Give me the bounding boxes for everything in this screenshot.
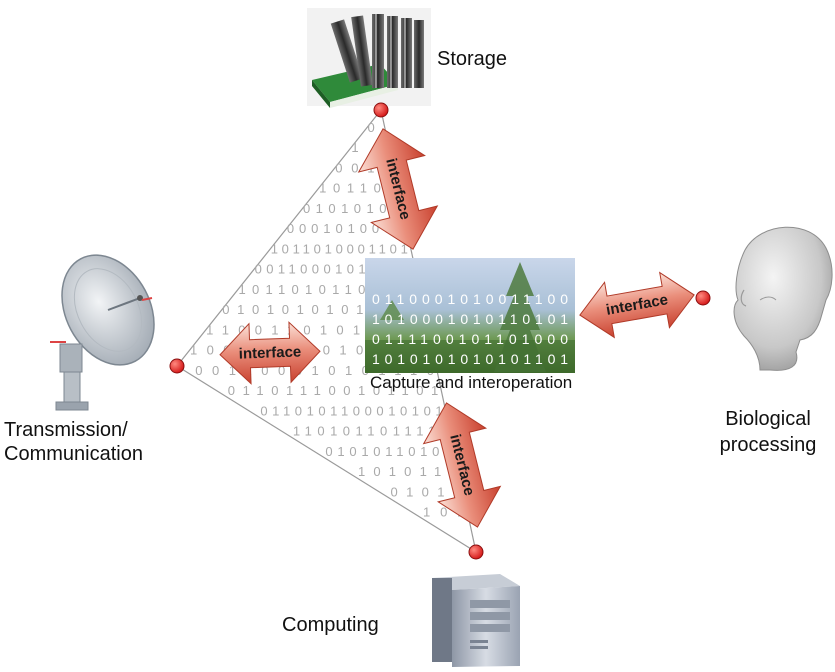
- interface-arrow-biological: interface: [579, 271, 695, 339]
- edge-storage-transmission: [176, 109, 382, 367]
- computer-tower-image: [432, 574, 520, 667]
- head-image: [733, 226, 833, 371]
- biological-label-line-2: processing: [719, 434, 817, 456]
- capture-interoperation-image: 0110001010011100101000101011010101111001…: [365, 258, 575, 373]
- node-dot-storage: [373, 102, 389, 118]
- triangle-binary-row: 0: [367, 120, 374, 135]
- interface-label-transmission: interface: [238, 343, 301, 362]
- triangle-binary-row: 1101011011111: [293, 424, 447, 439]
- satellite-dish-image: [50, 254, 155, 411]
- transmission-label: Transmission/ Communication: [4, 418, 143, 466]
- computing-label: Computing: [282, 614, 379, 636]
- interface-arrow-transmission: interface: [219, 321, 321, 385]
- node-dot-transmission: [169, 358, 185, 374]
- biological-label: Biological processing: [718, 406, 818, 458]
- triangle-binary-row: 01010110101: [325, 444, 451, 459]
- books-image: [307, 8, 431, 108]
- interface-arrow-computing: interface: [422, 402, 502, 528]
- transmission-label-line-1: Transmission/: [4, 419, 128, 441]
- center-label: Capture and interoperation: [370, 373, 573, 392]
- triangle-binary-row: 0110101100010101: [260, 403, 442, 418]
- edge-transmission-computing: [176, 365, 477, 553]
- biological-label-line-1: Biological: [725, 408, 811, 430]
- storage-label: Storage: [437, 48, 508, 70]
- node-dot-biological: [695, 290, 711, 306]
- node-dot-computing: [468, 544, 484, 560]
- triangle-binary-row: 01010: [390, 484, 460, 499]
- triangle-binary-row: 01010101: [303, 201, 399, 216]
- interface-arrow-storage: interface: [357, 128, 439, 250]
- transmission-label-line-2: Communication: [4, 443, 143, 465]
- triangle-binary-row: 1011010001101: [271, 241, 408, 256]
